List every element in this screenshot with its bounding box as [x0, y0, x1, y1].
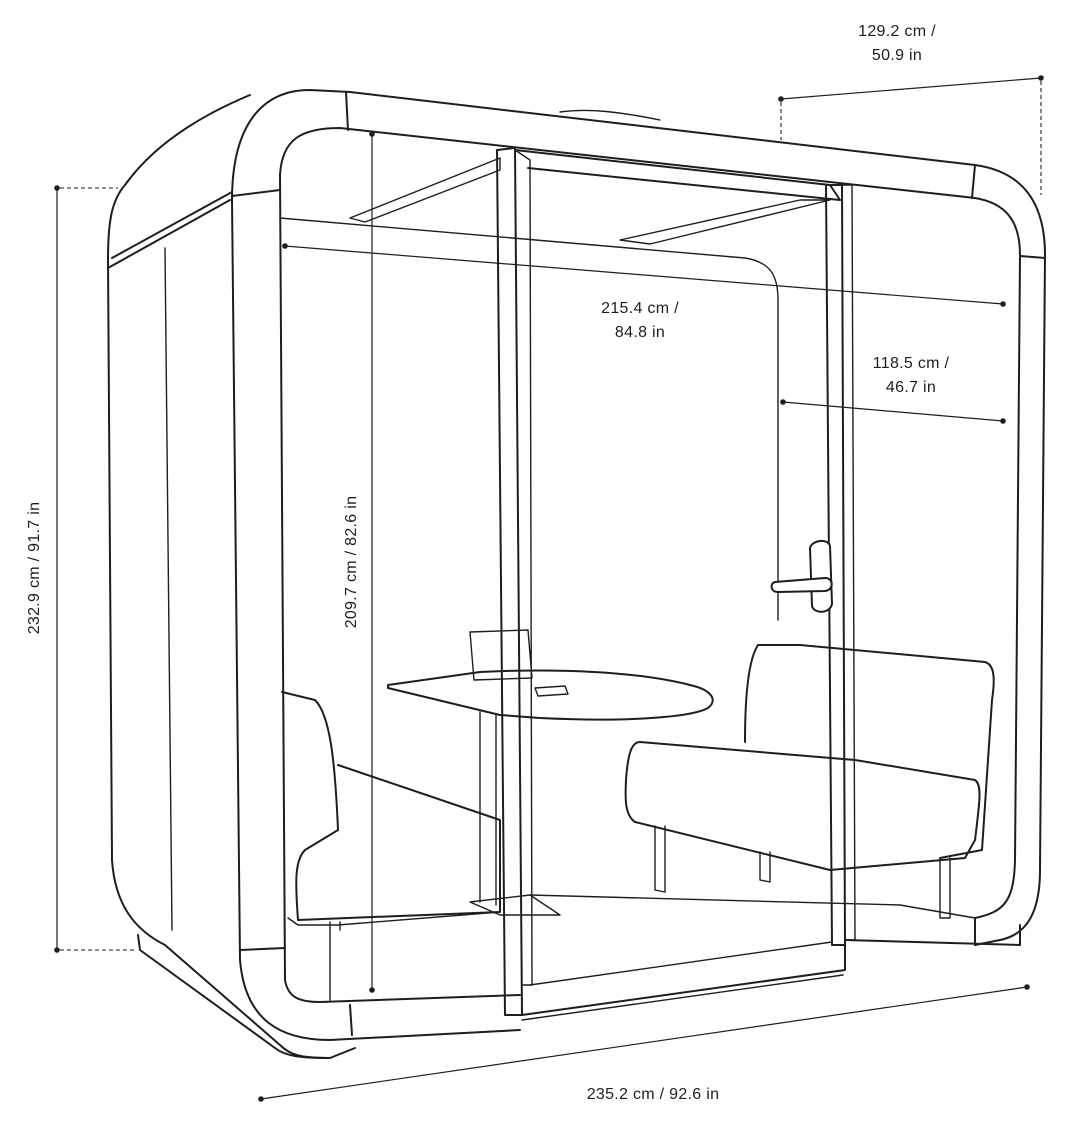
booth-interior — [279, 157, 995, 1001]
dimension-labels: 129.2 cm / 50.9 in 215.4 cm / 84.8 in 11… — [26, 23, 950, 1103]
total-height-label: 232.9 cm / 91.7 in — [26, 502, 43, 635]
inner-depth-dimension-line — [780, 399, 1006, 424]
inner-height-label: 209.7 cm / 82.6 in — [343, 496, 360, 629]
booth-shell — [107, 89, 1046, 1059]
total-height-dimension-line — [54, 185, 136, 953]
inner-depth-label-line1: 118.5 cm / — [873, 355, 950, 372]
depth-top-label-line1: 129.2 cm / — [858, 23, 936, 40]
inner-width-dimension-line — [282, 243, 1006, 307]
depth-top-dimension-line — [778, 75, 1044, 195]
inner-height-dimension-line — [369, 131, 375, 993]
inner-depth-label-line2: 46.7 in — [886, 379, 936, 396]
booth-door — [496, 147, 856, 1016]
dimension-lines — [54, 75, 1044, 1102]
total-width-dimension-line — [258, 984, 1030, 1102]
inner-width-label-line2: 84.8 in — [615, 324, 665, 341]
inner-width-label-line1: 215.4 cm / — [601, 300, 679, 317]
total-width-label: 235.2 cm / 92.6 in — [587, 1086, 720, 1103]
depth-top-label-line2: 50.9 in — [872, 47, 922, 64]
